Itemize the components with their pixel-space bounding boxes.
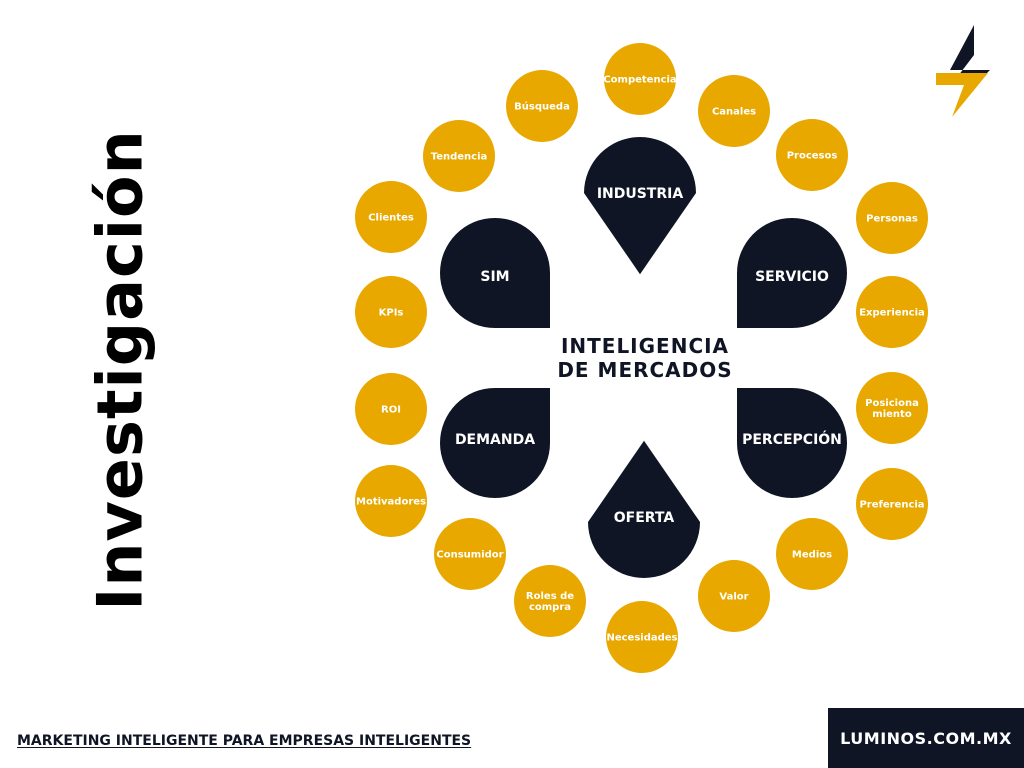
satellite-label: Experiencia — [859, 308, 925, 319]
petal-node: SERVICIO — [737, 218, 847, 328]
satellite-circle — [355, 181, 427, 253]
satellite-node: Experiencia — [856, 276, 928, 348]
satellite-node: Preferencia — [856, 468, 928, 540]
satellite-label: Preferencia — [859, 500, 924, 511]
satellite-label: Procesos — [787, 151, 838, 162]
satellite-label: Competencia — [603, 75, 676, 86]
domain-badge[interactable]: LUMINOS.COM.MX — [828, 708, 1024, 768]
petal-node: DEMANDA — [440, 388, 550, 498]
satellite-ring: CompetenciaCanalesProcesosPersonasExperi… — [355, 43, 928, 673]
petal-label: SIM — [480, 269, 509, 285]
satellite-node: KPIs — [355, 276, 427, 348]
satellite-circle — [856, 182, 928, 254]
petal-node: INDUSTRIA — [584, 137, 696, 275]
satellite-node: Tendencia — [423, 120, 495, 192]
satellite-circle — [514, 565, 586, 637]
satellite-label: Consumidor — [436, 550, 503, 561]
petal-label: SERVICIO — [755, 269, 829, 285]
satellite-label: KPIs — [379, 308, 404, 319]
satellite-circle — [776, 119, 848, 191]
domain-label: LUMINOS.COM.MX — [840, 728, 1012, 748]
market-intelligence-diagram: CompetenciaCanalesProcesosPersonasExperi… — [355, 43, 928, 673]
satellite-circle — [355, 276, 427, 348]
satellite-label: Tendencia — [431, 152, 488, 163]
satellite-circle — [506, 70, 578, 142]
petal-shape — [584, 137, 696, 275]
satellite-node: Clientes — [355, 181, 427, 253]
satellite-label: Posiciona — [865, 398, 919, 409]
satellite-circle — [856, 372, 928, 444]
satellite-circle — [434, 518, 506, 590]
satellite-node: Personas — [856, 182, 928, 254]
satellite-label: miento — [872, 409, 912, 420]
petal-label: PERCEPCIÓN — [742, 430, 842, 448]
satellite-circle — [604, 43, 676, 115]
satellite-circle — [776, 518, 848, 590]
satellite-label: compra — [529, 602, 571, 613]
petal-shape — [737, 388, 847, 498]
satellite-label: Valor — [719, 592, 748, 603]
satellite-label: Necesidades — [606, 633, 677, 644]
satellite-label: Motivadores — [356, 497, 426, 508]
satellite-label: Medios — [792, 550, 832, 561]
satellite-circle — [423, 120, 495, 192]
satellite-label: Clientes — [368, 213, 414, 224]
satellite-circle — [606, 601, 678, 673]
satellite-label: Búsqueda — [514, 101, 570, 113]
satellite-node: Procesos — [776, 119, 848, 191]
petal-label: DEMANDA — [455, 432, 535, 448]
satellite-node: Búsqueda — [506, 70, 578, 142]
satellite-circle — [856, 276, 928, 348]
petal-shape — [737, 218, 847, 328]
petal-label: INDUSTRIA — [597, 186, 684, 202]
center-title: INTELIGENCIA DE MERCADOS — [557, 334, 732, 382]
satellite-node: Necesidades — [606, 601, 678, 673]
satellite-label: Personas — [866, 214, 918, 225]
center-title-line-2: DE MERCADOS — [557, 358, 732, 382]
satellite-circle — [698, 560, 770, 632]
satellite-node: ROI — [355, 373, 427, 445]
satellite-node: Medios — [776, 518, 848, 590]
satellite-label: ROI — [381, 405, 401, 416]
petal-label: OFERTA — [614, 510, 675, 526]
satellite-node: Competencia — [603, 43, 677, 115]
satellite-node: Motivadores — [355, 465, 427, 537]
satellite-circle — [355, 373, 427, 445]
satellite-circle — [698, 75, 770, 147]
petal-shape — [440, 388, 550, 498]
petal-node: SIM — [440, 218, 550, 328]
petal-node: OFERTA — [588, 440, 700, 578]
petal-shape — [440, 218, 550, 328]
satellite-node: Consumidor — [434, 518, 506, 590]
satellite-label: Canales — [712, 107, 756, 118]
satellite-circle — [856, 468, 928, 540]
lightning-bolt-icon — [936, 25, 990, 117]
satellite-circle — [355, 465, 427, 537]
petal-shape — [588, 440, 700, 578]
satellite-node: Canales — [698, 75, 770, 147]
center-title-line-1: INTELIGENCIA — [561, 334, 729, 358]
satellite-label: Roles de — [526, 591, 574, 602]
footer-tagline: MARKETING INTELIGENTE PARA EMPRESAS INTE… — [17, 733, 472, 749]
satellite-node: Valor — [698, 560, 770, 632]
petal-ring: INDUSTRIA SERVICIO PERCEPCIÓN OFERTA DEMANDA… — [440, 137, 847, 578]
petal-node: PERCEPCIÓN — [737, 388, 847, 498]
